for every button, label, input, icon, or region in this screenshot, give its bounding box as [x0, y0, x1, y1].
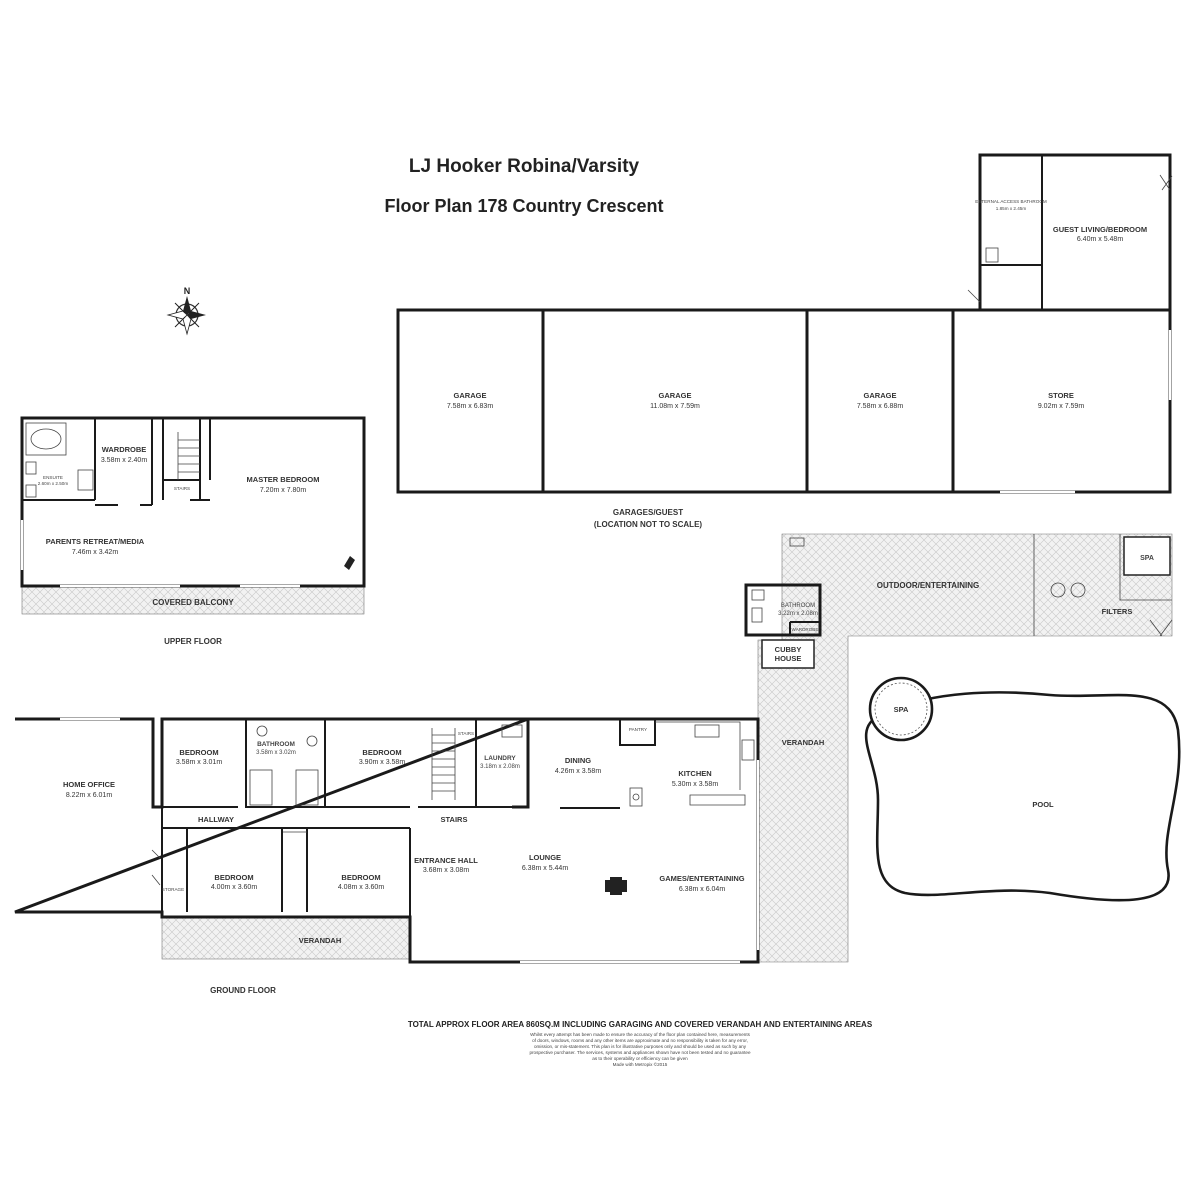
laundry-name: LAUNDRY: [484, 755, 516, 762]
bedroom-2-name: BEDROOM: [362, 748, 401, 757]
store-dims: 9.02m x 7.59m: [1038, 403, 1084, 410]
upper-covered-balcony-label: COVERED BALCONY: [152, 598, 234, 607]
compass-north-label: N: [184, 286, 191, 296]
store-name: STORE: [1048, 391, 1074, 400]
hallway-label: HALLWAY: [198, 815, 234, 824]
upper-wardrobe-dims: 3.58m x 2.40m: [101, 457, 147, 464]
storage-label: STORAGE: [162, 887, 184, 892]
ground-bathroom-name: BATHROOM: [257, 741, 295, 748]
front-verandah-area: [161, 916, 411, 960]
entrance-hall-name: ENTRANCE HALL: [414, 856, 478, 865]
ground-stairs-label: STAIRS: [441, 815, 468, 824]
outdoor-bathroom-name: BATHROOM: [781, 603, 815, 609]
upper-parents-retreat-name: PARENTS RETREAT/MEDIA: [46, 537, 145, 546]
pool-area: SPA POOL: [864, 676, 1181, 902]
disclaimer-line-4: prospective purchaser. The services, sys…: [529, 1050, 751, 1055]
ground-floor-label: GROUND FLOOR: [210, 986, 276, 995]
outdoor-entertaining-plan: OUTDOOR/ENTERTAINING SPA FILTERS BATHROO…: [744, 533, 1173, 963]
ground-stairs-small-label: STAIRS: [458, 731, 474, 736]
pantry-label: PANTRY: [629, 727, 647, 732]
bedroom-4-dims: 4.08m x 3.60m: [338, 884, 384, 891]
garage-1-name: GARAGE: [454, 391, 487, 400]
ground-floor-plan: HOME OFFICE 8.22m x 6.01m BEDROOM 3.58m …: [13, 717, 760, 995]
cubby-house-line1: CUBBY: [775, 645, 802, 654]
garage-1-dims: 7.58m x 6.83m: [447, 403, 493, 410]
entrance-hall-dims: 3.68m x 3.08m: [423, 867, 469, 874]
side-verandah-label: VERANDAH: [782, 738, 825, 747]
upper-master-bedroom-name: MASTER BEDROOM: [247, 475, 320, 484]
compass-rose-icon: N: [166, 286, 206, 336]
pool-shape: [864, 691, 1181, 902]
outdoor-wardrobe-label: WARDROBE: [792, 627, 819, 632]
garages-caption-1: GARAGES/GUEST: [613, 508, 683, 517]
laundry-dims: 3.18m x 2.08m: [480, 764, 520, 770]
bedroom-3-name: BEDROOM: [214, 873, 253, 882]
garage-3-dims: 7.58m x 6.88m: [857, 403, 903, 410]
guest-ext-bathroom-dims: 1.85m x 2.45m: [996, 206, 1027, 211]
ground-bathroom-dims: 3.58m x 3.02m: [256, 750, 296, 756]
upper-floor-plan: ENSUITE 2.60m x 2.50m WARDROBE 3.58m x 2…: [20, 416, 366, 646]
lounge-name: LOUNGE: [529, 853, 561, 862]
disclaimer-line-3: omission, or mis-statement. This plan is…: [534, 1044, 747, 1049]
bedroom-1-dims: 3.58m x 3.01m: [176, 759, 222, 766]
guest-living-name: GUEST LIVING/BEDROOM: [1053, 225, 1147, 234]
home-office-name: HOME OFFICE: [63, 780, 115, 789]
plan-subtitle: Floor Plan 178 Country Crescent: [384, 196, 663, 216]
garage-2-dims: 11.08m x 7.59m: [650, 403, 700, 410]
disclaimer-line-1: Whilst every attempt has been made to en…: [530, 1032, 751, 1037]
bedroom-1-name: BEDROOM: [179, 748, 218, 757]
front-verandah-label: VERANDAH: [299, 936, 342, 945]
outdoor-spa-small-label: SPA: [1140, 555, 1154, 562]
outdoor-entertaining-label: OUTDOOR/ENTERTAINING: [877, 581, 980, 590]
disclaimer-line-2: of doors, windows, rooms and any other i…: [532, 1038, 748, 1043]
outdoor-filters-label: FILTERS: [1102, 607, 1133, 616]
garages-caption-2: (LOCATION NOT TO SCALE): [594, 520, 702, 529]
upper-floor-label: UPPER FLOOR: [164, 637, 222, 646]
garages-guest-plan: EXTERNAL ACCESS BATHROOM 1.85m x 2.45m G…: [396, 153, 1173, 529]
kitchen-dims: 5.30m x 3.58m: [672, 781, 718, 788]
plan-title: LJ Hooker Robina/Varsity: [409, 156, 640, 177]
guest-living-dims: 6.40m x 5.48m: [1077, 236, 1123, 243]
disclaimer-line-6: Made with Metropix ©2015: [613, 1061, 668, 1067]
garage-3-name: GARAGE: [864, 391, 897, 400]
dining-name: DINING: [565, 756, 591, 765]
lounge-dims: 6.38m x 5.44m: [522, 865, 568, 872]
cubby-house-line2: HOUSE: [775, 654, 802, 663]
bedroom-2-dims: 3.90m x 3.58m: [359, 759, 405, 766]
games-entertaining-dims: 6.38m x 6.04m: [679, 886, 725, 893]
home-office-dims: 8.22m x 6.01m: [66, 792, 112, 799]
upper-parents-retreat-dims: 7.46m x 3.42m: [72, 549, 118, 556]
upper-wardrobe-name: WARDROBE: [102, 445, 147, 454]
upper-ensuite-name: ENSUITE: [43, 475, 63, 480]
footer: TOTAL APPROX FLOOR AREA 860SQ.M INCLUDIN…: [408, 1020, 873, 1067]
guest-ext-bathroom-name: EXTERNAL ACCESS BATHROOM: [975, 199, 1047, 204]
bedroom-3-dims: 4.00m x 3.60m: [211, 884, 257, 891]
pool-label: POOL: [1032, 800, 1054, 809]
spa-circle: [868, 676, 934, 742]
garage-2-name: GARAGE: [659, 391, 692, 400]
upper-ensuite-dims: 2.60m x 2.50m: [38, 481, 69, 486]
spa-label: SPA: [894, 705, 909, 714]
games-entertaining-name: GAMES/ENTERTAINING: [659, 874, 744, 883]
dining-dims: 4.26m x 3.58m: [555, 768, 601, 775]
outdoor-bathroom-dims: 3.22m x 2.08m: [778, 611, 818, 617]
total-floor-area: TOTAL APPROX FLOOR AREA 860SQ.M INCLUDIN…: [408, 1020, 873, 1029]
bedroom-4-name: BEDROOM: [341, 873, 380, 882]
upper-stairs-name: STAIRS: [174, 486, 190, 491]
disclaimer-line-5: as to their operability or efficiency ca…: [592, 1056, 688, 1061]
upper-master-bedroom-dims: 7.20m x 7.80m: [260, 487, 306, 494]
kitchen-name: KITCHEN: [678, 769, 711, 778]
